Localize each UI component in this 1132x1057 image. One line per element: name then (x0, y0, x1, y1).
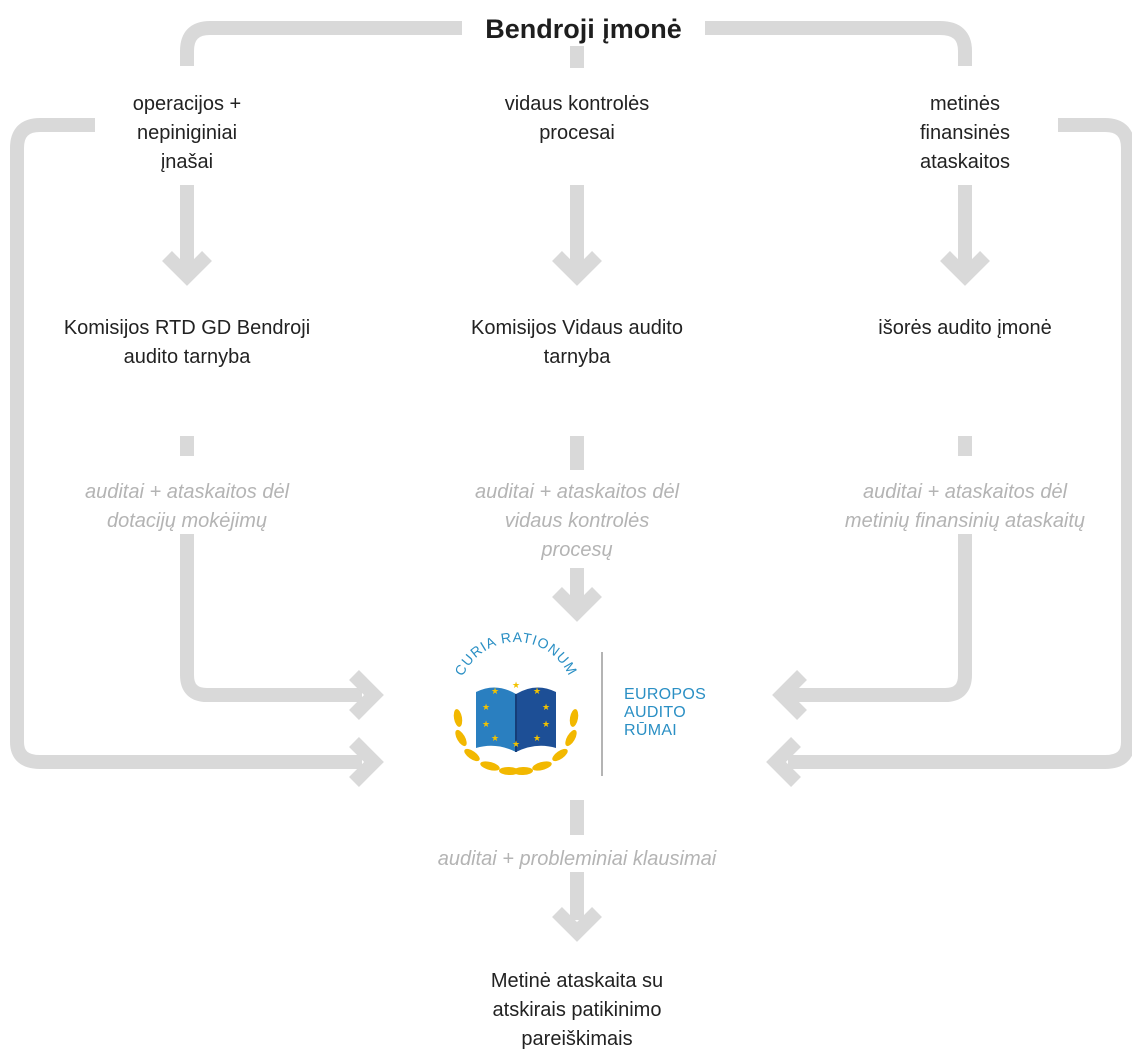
node-internal-control: vidaus kontrolės procesai (504, 93, 650, 144)
node-rtd-audit: Komisijos RTD GD Bendroji audito tarnyba (63, 317, 311, 368)
svg-text:★: ★ (533, 734, 541, 744)
connector-top-right (705, 21, 972, 66)
svg-text:★: ★ (542, 720, 550, 730)
book-right-page (516, 687, 556, 752)
logo-name: EUROPOS AUDITO RŪMAI (624, 686, 707, 739)
node-annual-report: Metinė ataskaita su atskirais patikinimo… (490, 970, 664, 1050)
arrowhead-right-inner (772, 670, 807, 720)
arrowhead-col3-down (940, 251, 990, 286)
svg-text:★: ★ (491, 734, 499, 744)
edge-label-problem-audits: auditai + probleminiai klausimai (437, 848, 717, 870)
svg-text:★: ★ (512, 740, 520, 750)
connector-col1-to-eca (180, 534, 362, 702)
arrowhead-left-outer (349, 737, 384, 787)
logo-motto: CURIA RATIONUM (451, 629, 581, 678)
edge-label-control-audits: auditai + ataskaitos dėl vidaus kontrolė… (474, 481, 680, 561)
svg-text:★: ★ (482, 703, 490, 713)
arrowhead-col2-eca (552, 587, 602, 622)
eca-logo-emblem: CURIA RATIONUM ★ ★ ★ ★ ★ ★ ★ ★ ★ ★ (451, 629, 603, 776)
svg-text:★: ★ (533, 687, 541, 697)
star-icon-group: ★ ★ ★ ★ ★ ★ ★ ★ ★ ★ (482, 681, 550, 750)
node-financial-statements: metinės finansinės ataskaitos (919, 93, 1011, 173)
connector-left-outer (10, 118, 362, 769)
edge-label-statement-audits: auditai + ataskaitos dėl metinių finansi… (844, 481, 1086, 532)
diagram-title: Bendroji įmonė (485, 14, 682, 44)
node-external-audit: išorės audito įmonė (878, 317, 1052, 339)
arrowhead-col2-down (552, 251, 602, 286)
svg-text:★: ★ (512, 681, 520, 691)
connector-right-outer (788, 118, 1132, 769)
arrowhead-report (552, 907, 602, 942)
arrowhead-right-outer (766, 737, 801, 787)
connector-col3-to-eca (790, 534, 972, 702)
connector-top-left (180, 21, 462, 66)
edge-label-grant-audits: auditai + ataskaitos dėl dotacijų mokėji… (84, 481, 290, 532)
svg-text:★: ★ (491, 687, 499, 697)
node-operations: operacijos + nepiniginiai įnašai (132, 93, 242, 173)
arrowhead-left-inner (349, 670, 384, 720)
svg-text:★: ★ (482, 720, 490, 730)
node-internal-audit: Komisijos Vidaus audito tarnyba (471, 317, 683, 368)
svg-text:★: ★ (542, 703, 550, 713)
book-left-page (476, 687, 516, 752)
arrowhead-col1-down (162, 251, 212, 286)
laurel-icon (453, 709, 579, 776)
